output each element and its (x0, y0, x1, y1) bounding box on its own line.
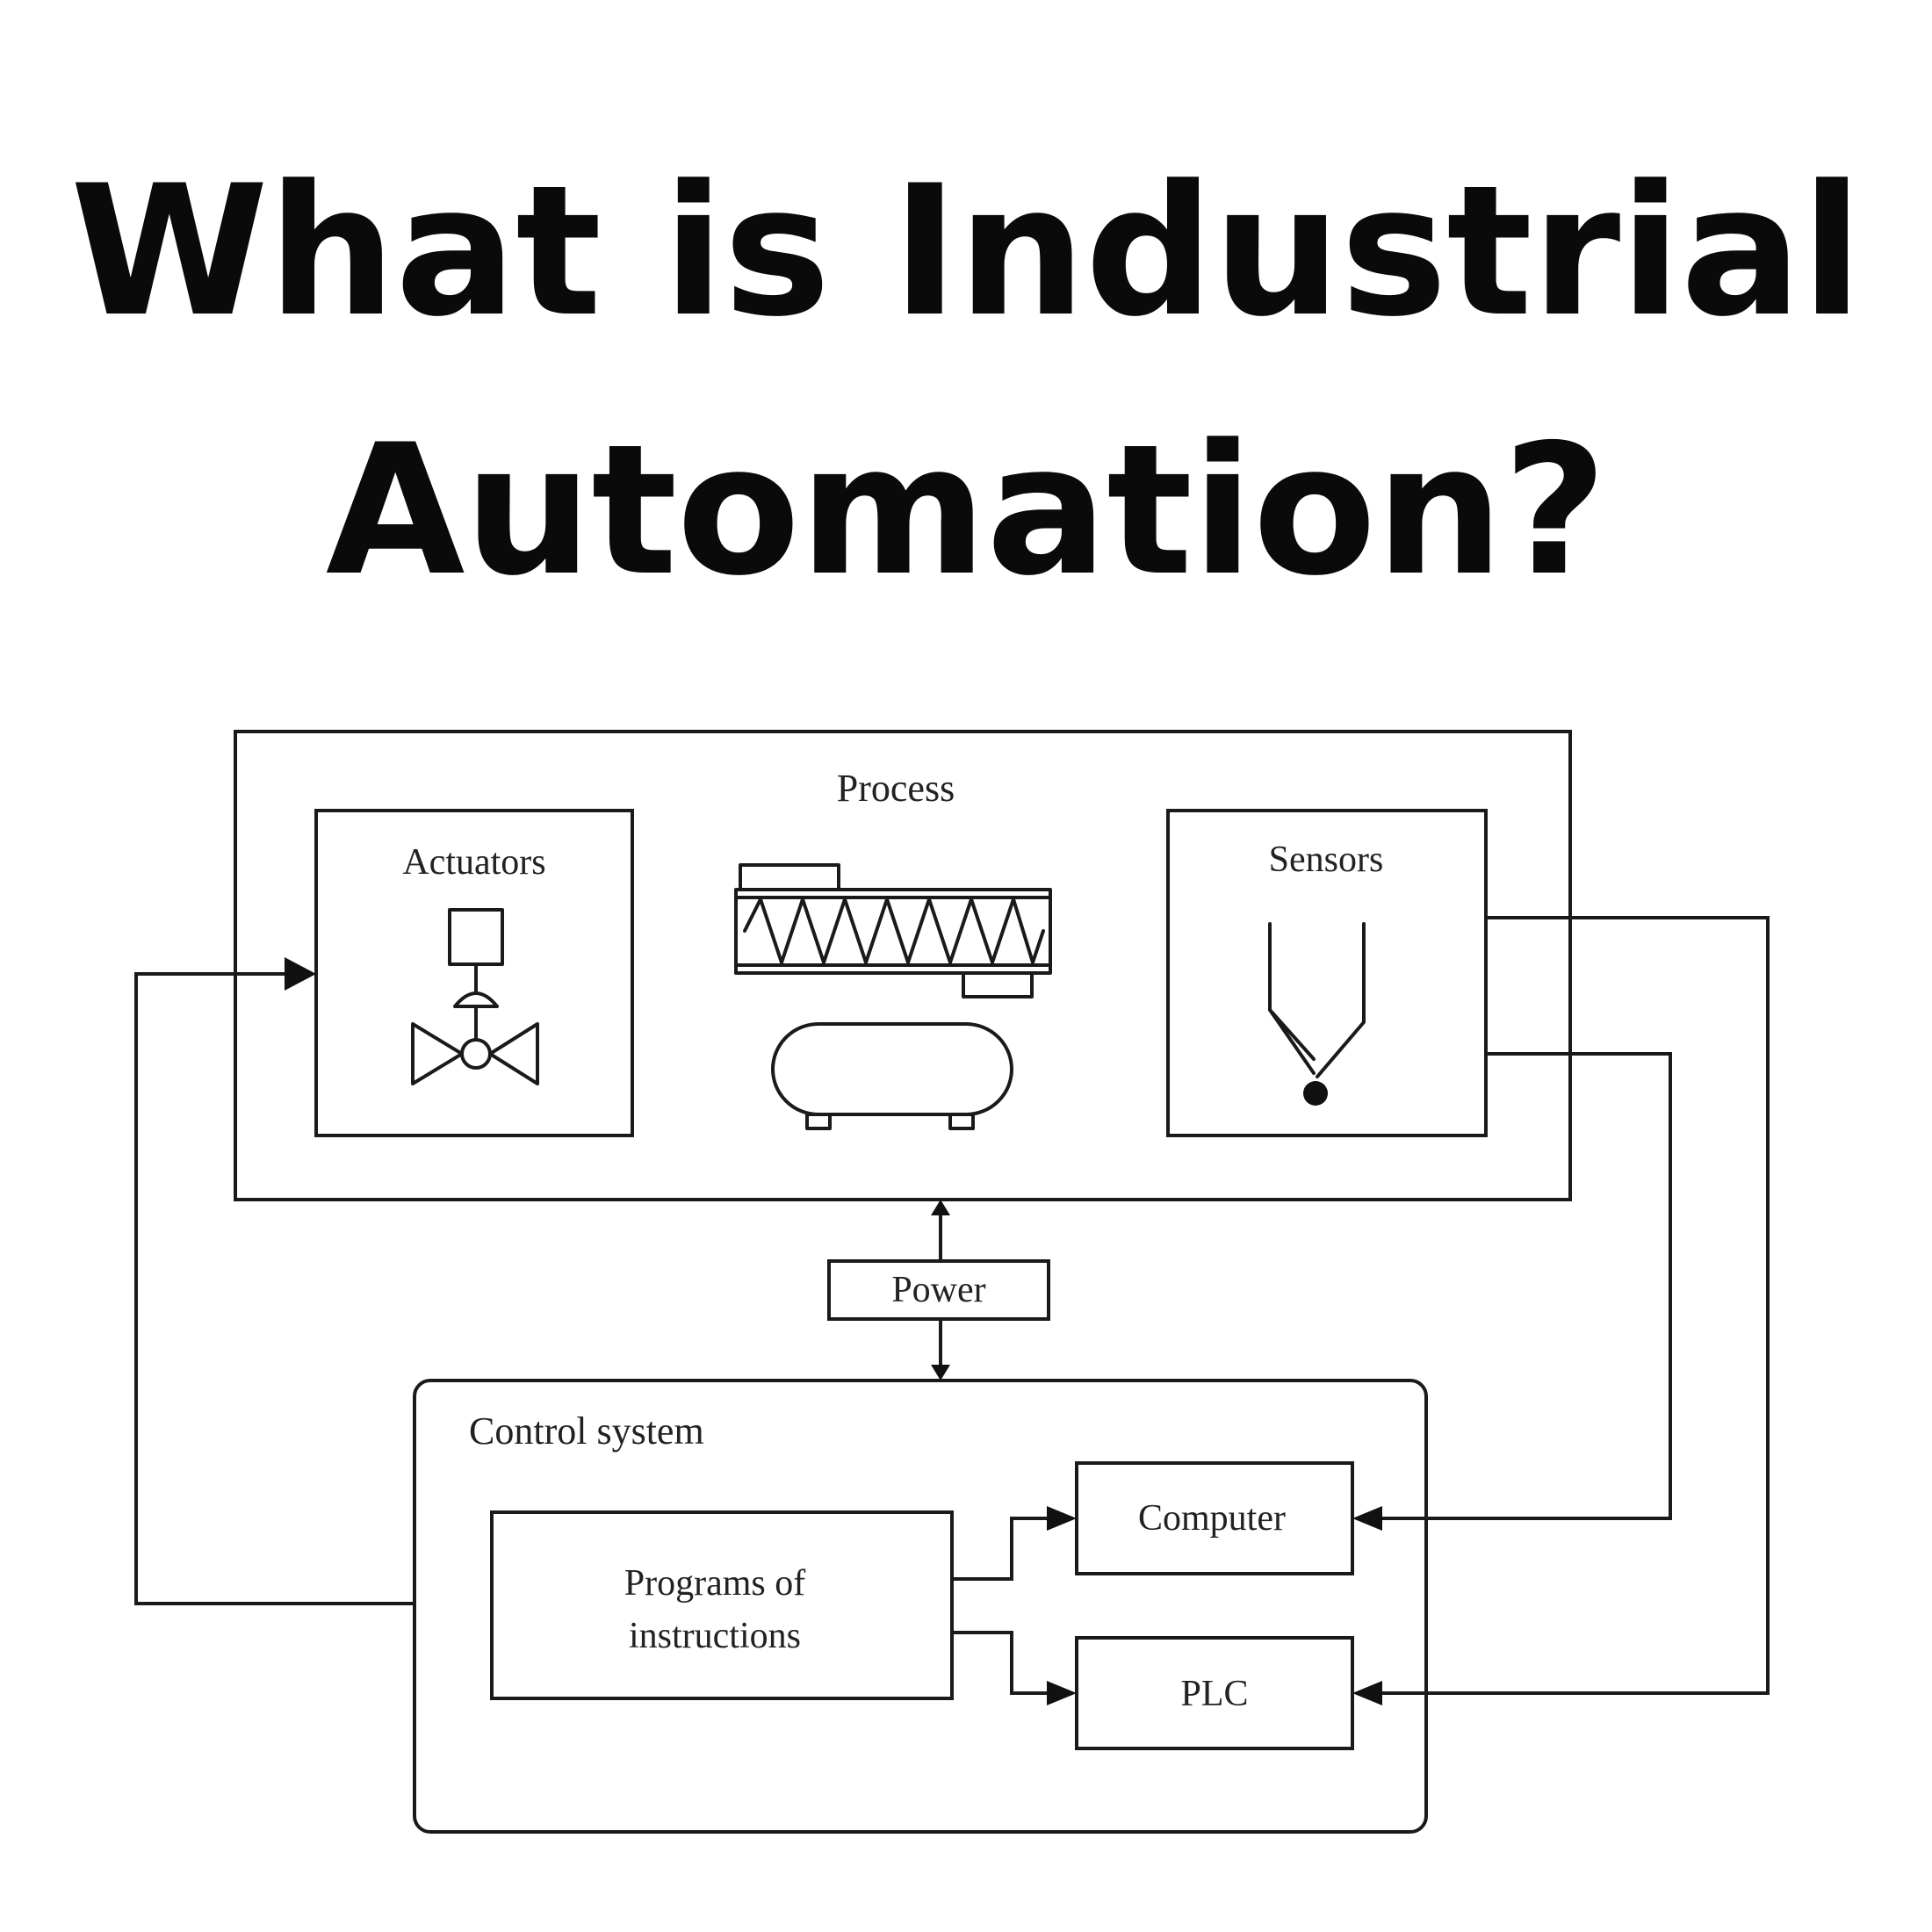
control-system-label: Control system (469, 1409, 704, 1453)
programs-to-computer-arrow (952, 1506, 1077, 1581)
tank-icon (771, 1022, 1013, 1130)
actuators-label: Actuators (402, 842, 545, 883)
power-to-process-arrow (931, 1200, 950, 1261)
programs-to-plc-arrow (952, 1631, 1077, 1705)
computer-label: Computer (1138, 1498, 1286, 1539)
valve-icon (411, 908, 539, 1085)
power-label: Power (891, 1270, 985, 1310)
programs-box (490, 1510, 954, 1700)
control-system-box (413, 1379, 1428, 1834)
thermocouple-icon (1268, 922, 1366, 1106)
power-to-control-arrow (931, 1319, 950, 1381)
process-box (234, 730, 1572, 1201)
sensors-to-plc-arrow (1352, 916, 1770, 1705)
title-line-1: What is Industrial (69, 148, 1863, 357)
process-label: Process (837, 767, 955, 810)
actuators-box (314, 809, 634, 1137)
sensors-box (1166, 809, 1488, 1137)
sensors-label: Sensors (1269, 840, 1384, 880)
sensors-to-computer-arrow (1352, 1052, 1672, 1531)
plc-label: PLC (1180, 1674, 1248, 1714)
screw-conveyor-icon (734, 863, 1052, 998)
title-line-2: Automation? (325, 407, 1607, 616)
control-to-actuators-arrow (134, 957, 415, 1605)
programs-label-line2: instructions (629, 1616, 801, 1656)
programs-label-line1: Programs of (624, 1563, 805, 1604)
